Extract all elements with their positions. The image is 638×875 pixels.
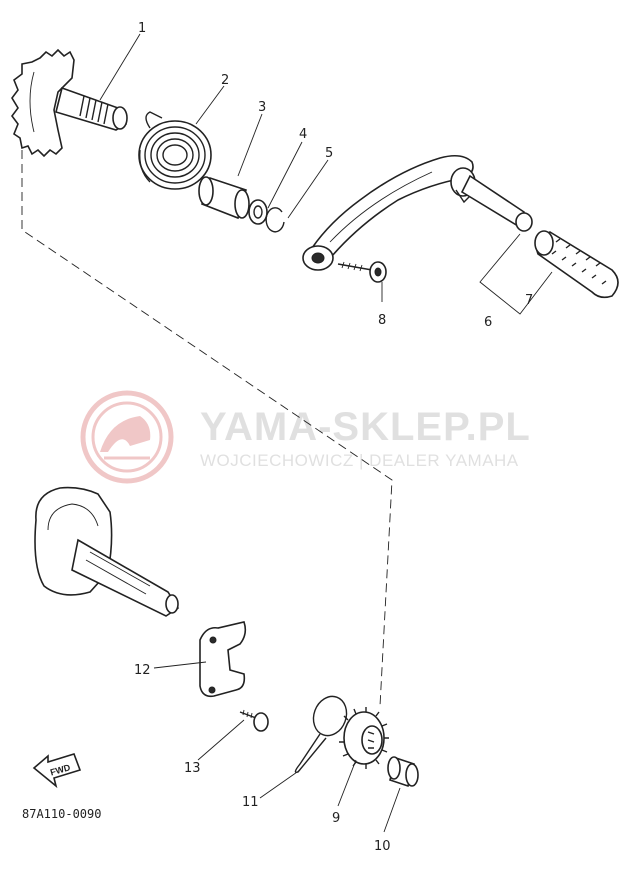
torsion-spring xyxy=(138,111,212,190)
callout-4: 4 xyxy=(299,127,307,142)
washer xyxy=(248,199,268,225)
callout-3: 3 xyxy=(258,100,266,115)
pinion-bush xyxy=(387,756,419,788)
kick-shaft-lower xyxy=(34,486,180,617)
diagram-code: 87A110-0090 xyxy=(22,807,101,821)
watermark-logo-icon xyxy=(80,390,174,484)
leader-lines xyxy=(99,33,553,833)
callout-7: 7 xyxy=(525,293,533,308)
kick-lever-arm xyxy=(307,154,474,267)
callout-10: 10 xyxy=(374,839,391,854)
kick-axle-assembly xyxy=(11,48,128,158)
callout-5: 5 xyxy=(325,146,333,161)
kick-pinion-gear xyxy=(339,707,389,769)
lower-shaft xyxy=(71,538,180,617)
kick-gear-segment xyxy=(11,48,75,158)
callout-12: 12 xyxy=(134,663,151,678)
kick-lever xyxy=(302,154,533,271)
callout-11: 11 xyxy=(242,795,259,810)
guide-plate xyxy=(199,621,247,698)
fwd-arrow-icon: FWD xyxy=(32,753,82,789)
callout-1: 1 xyxy=(138,21,146,36)
plate-screw xyxy=(239,709,269,732)
lever-bolt xyxy=(337,261,387,283)
collar-sleeve xyxy=(198,176,250,220)
kick-grip-rubber xyxy=(534,230,619,299)
watermark-title: YAMA-SKLEP.PL xyxy=(200,405,531,449)
watermark-subtitle: WOJCIECHOWICZ | DEALER YAMAHA xyxy=(200,451,519,470)
circlip xyxy=(265,207,285,233)
callout-2: 2 xyxy=(221,73,229,88)
callout-6: 6 xyxy=(484,315,492,330)
clip-spring xyxy=(294,695,348,774)
callout-8: 8 xyxy=(378,313,386,328)
callout-13: 13 xyxy=(184,761,201,776)
callout-9: 9 xyxy=(332,811,340,826)
watermark: YAMA-SKLEP.PL WOJCIECHOWICZ | DEALER YAM… xyxy=(80,390,531,484)
callout-labels: 1 2 3 4 5 6 7 8 9 10 11 12 13 xyxy=(134,21,533,854)
